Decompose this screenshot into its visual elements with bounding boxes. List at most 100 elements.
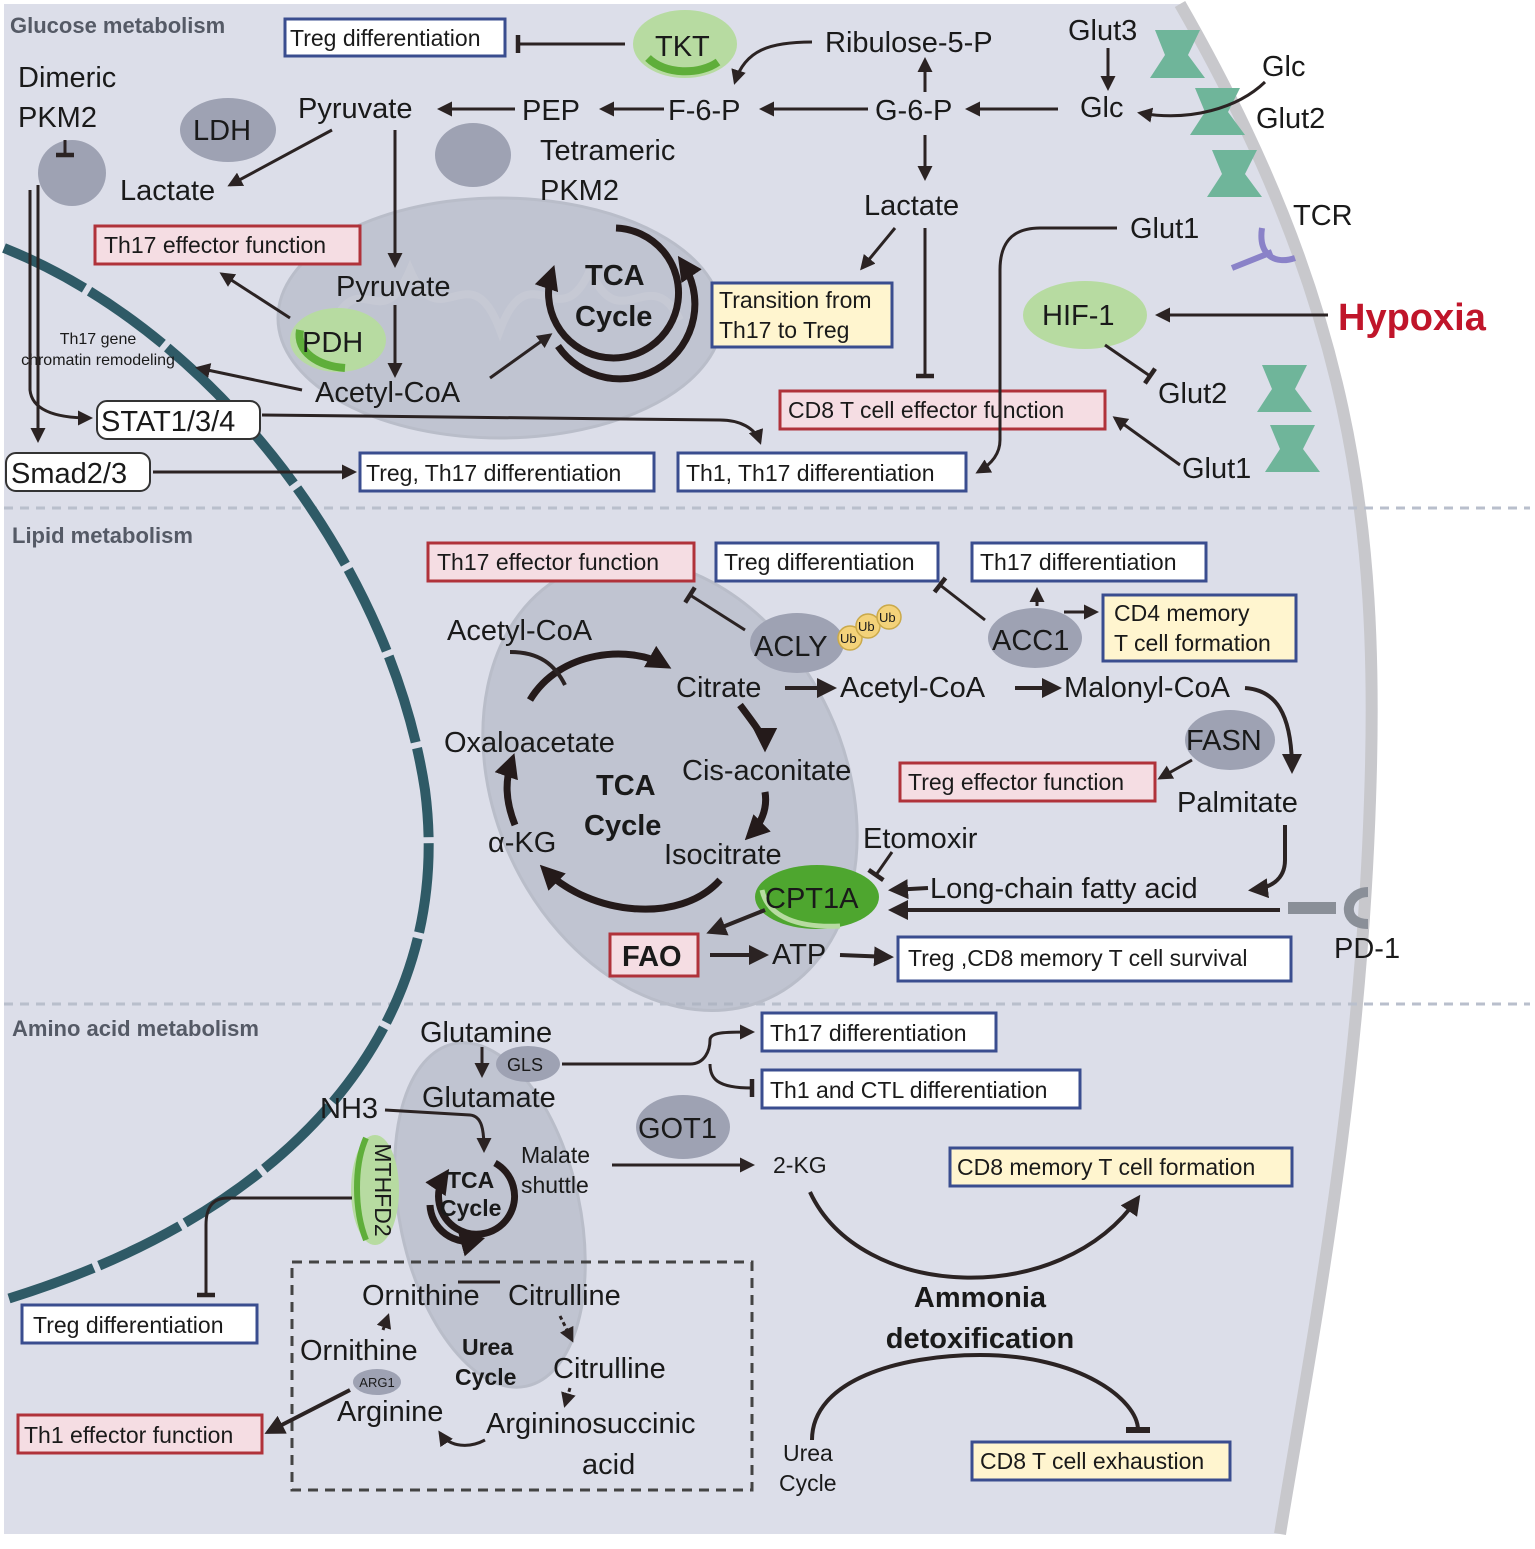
lcfa-label: Long-chain fatty acid [930, 873, 1198, 905]
amino-section-title: Amino acid metabolism [12, 1016, 259, 1041]
cpt1a-label: CPT1A [765, 883, 859, 915]
tca-arc-lipid-left [494, 753, 519, 827]
cd8-effector-label: CD8 T cell effector function [788, 397, 1064, 423]
ldh-label: LDH [193, 115, 251, 147]
tca-arc-lipid-right2 [744, 791, 771, 841]
cd4-memory-box [1101, 593, 1298, 663]
lactate-mid-label: Lactate [864, 190, 959, 222]
ub-label-3: Ub [879, 610, 896, 625]
mthfd2-enzyme [351, 1135, 399, 1245]
citrulline-top-label: Citrulline [508, 1280, 621, 1312]
cristae-glucose [326, 259, 684, 342]
palmitate-label: Palmitate [1177, 787, 1298, 819]
tkt-label: TKT [655, 31, 710, 63]
tcr-label: TCR [1293, 200, 1353, 232]
chromatin-label-line2: chromatin remodeling [21, 352, 175, 369]
stat-label: STAT1/3/4 [101, 406, 235, 438]
mitochondrion-amino [393, 1041, 587, 1389]
urea-cycle-label-line2: Cycle [779, 1470, 837, 1496]
cd4-memory-label-line1: CD4 memory [1114, 600, 1250, 626]
pyruvate-mito-label: Pyruvate [336, 271, 450, 303]
glut2-top-label: Glut2 [1256, 103, 1325, 135]
tca-arc-amino-2 [426, 1204, 486, 1257]
membrane-proteins [1150, 30, 1369, 929]
oxaloacetate-label: Oxaloacetate [444, 727, 615, 759]
pd1-receptor [1288, 887, 1369, 929]
ub-tag-3 [876, 604, 902, 630]
glutamate-label: Glutamate [422, 1082, 556, 1114]
tkt-enzyme-accent [645, 54, 721, 76]
treg-differentiation-box-amino [20, 1303, 259, 1345]
citrate-label: Citrate [676, 672, 761, 704]
treg-th17-diff-label: Treg, Th17 differentiation [366, 460, 621, 486]
cd8-exhaustion-box [970, 1440, 1232, 1482]
ub-tag-1 [837, 625, 863, 651]
acetyl-coa-mid-label: Acetyl-CoA [840, 672, 986, 704]
tca-label-lipid-line2: Cycle [584, 810, 661, 842]
etomoxir-label: Etomoxir [863, 823, 978, 855]
ribulose-label: Ribulose-5-P [825, 27, 993, 59]
dimeric-pkm2-enzyme [38, 140, 106, 206]
pyruvate-label: Pyruvate [298, 93, 412, 125]
transition-box [710, 281, 894, 349]
amino-arrows [197, 1024, 1151, 1448]
th17-effector-label-lipid: Th17 effector function [437, 549, 659, 575]
th1-ctl-diff-label: Th1 and CTL differentiation [770, 1077, 1047, 1103]
arg1-enzyme [353, 1369, 401, 1395]
treg-th17-diff-box [358, 451, 656, 493]
glut2-transporter-bottom [1257, 365, 1312, 412]
malate-label-line1: Malate [521, 1142, 590, 1168]
acc1-label: ACC1 [992, 625, 1069, 657]
arg1-label: ARG1 [359, 1375, 394, 1390]
tca-label-amino-line1: TCA [447, 1167, 494, 1193]
stat-box [96, 400, 261, 440]
g6p-label: G-6-P [875, 95, 952, 127]
th17-effector-box-lipid [426, 541, 696, 583]
argininosuccinic-label-line2: acid [582, 1449, 635, 1481]
smad-box [5, 452, 151, 492]
tca-label-glucose-line1: TCA [585, 260, 645, 292]
pdh-enzyme-accent [295, 329, 346, 372]
glc-inside-label: Glc [1080, 92, 1124, 124]
cd8-exhaustion-label: CD8 T cell exhaustion [980, 1448, 1204, 1474]
lipid-section: Lipid metabolism Th17 effector function … [12, 523, 1400, 983]
acetyl-coa-entry [509, 650, 567, 686]
isocitrate-label: Isocitrate [664, 839, 782, 871]
urea-label-line1: Urea [462, 1334, 513, 1360]
smad-label: Smad2/3 [11, 458, 127, 490]
survival-label: Treg ,CD8 memory T cell survival [908, 945, 1248, 971]
treg-differentiation-label-lipid: Treg differentiation [724, 549, 915, 575]
glucose-section: Glucose metabolism Treg differentiation … [5, 10, 1487, 493]
pdh-label: PDH [302, 327, 363, 359]
ldh-enzyme [180, 98, 276, 162]
th17-differentiation-label-lipid: Th17 differentiation [980, 549, 1177, 575]
glucose-section-title: Glucose metabolism [10, 13, 225, 38]
acly-enzyme [750, 613, 844, 673]
got1-label: GOT1 [638, 1113, 717, 1145]
th17-effector-label-glucose: Th17 effector function [104, 232, 326, 258]
lipid-section-title: Lipid metabolism [12, 523, 193, 548]
extracellular-space [1180, 4, 1535, 1534]
plasma-membrane [1174, 1, 1378, 1535]
lipid-arrows [683, 576, 1302, 967]
th17-effector-box-glucose [93, 224, 362, 266]
f6p-label: F-6-P [668, 95, 741, 127]
citrulline-right-label: Citrulline [553, 1353, 666, 1385]
gls-enzyme [496, 1046, 560, 1082]
treg-differentiation-box-top [283, 17, 507, 58]
chromatin-label-line1: Th17 gene [60, 331, 137, 348]
malate-label-line2: shuttle [521, 1172, 589, 1198]
tca-cycle-arc-glucose-1 [534, 224, 683, 362]
glut3-label: Glut3 [1068, 15, 1137, 47]
survival-box [896, 935, 1293, 983]
treg-effector-box [898, 761, 1157, 803]
th1-effector-box [16, 1413, 264, 1455]
tetrameric-label-line2: PKM2 [540, 175, 619, 207]
cd8-memory-label: CD8 memory T cell formation [957, 1154, 1255, 1180]
malonyl-coa-label: Malonyl-CoA [1064, 672, 1231, 704]
cpt1a-enzyme-accent [759, 889, 841, 929]
treg-effector-label: Treg effector function [908, 769, 1124, 795]
th1-effector-label: Th1 effector function [24, 1422, 233, 1448]
got1-enzyme [636, 1095, 730, 1159]
